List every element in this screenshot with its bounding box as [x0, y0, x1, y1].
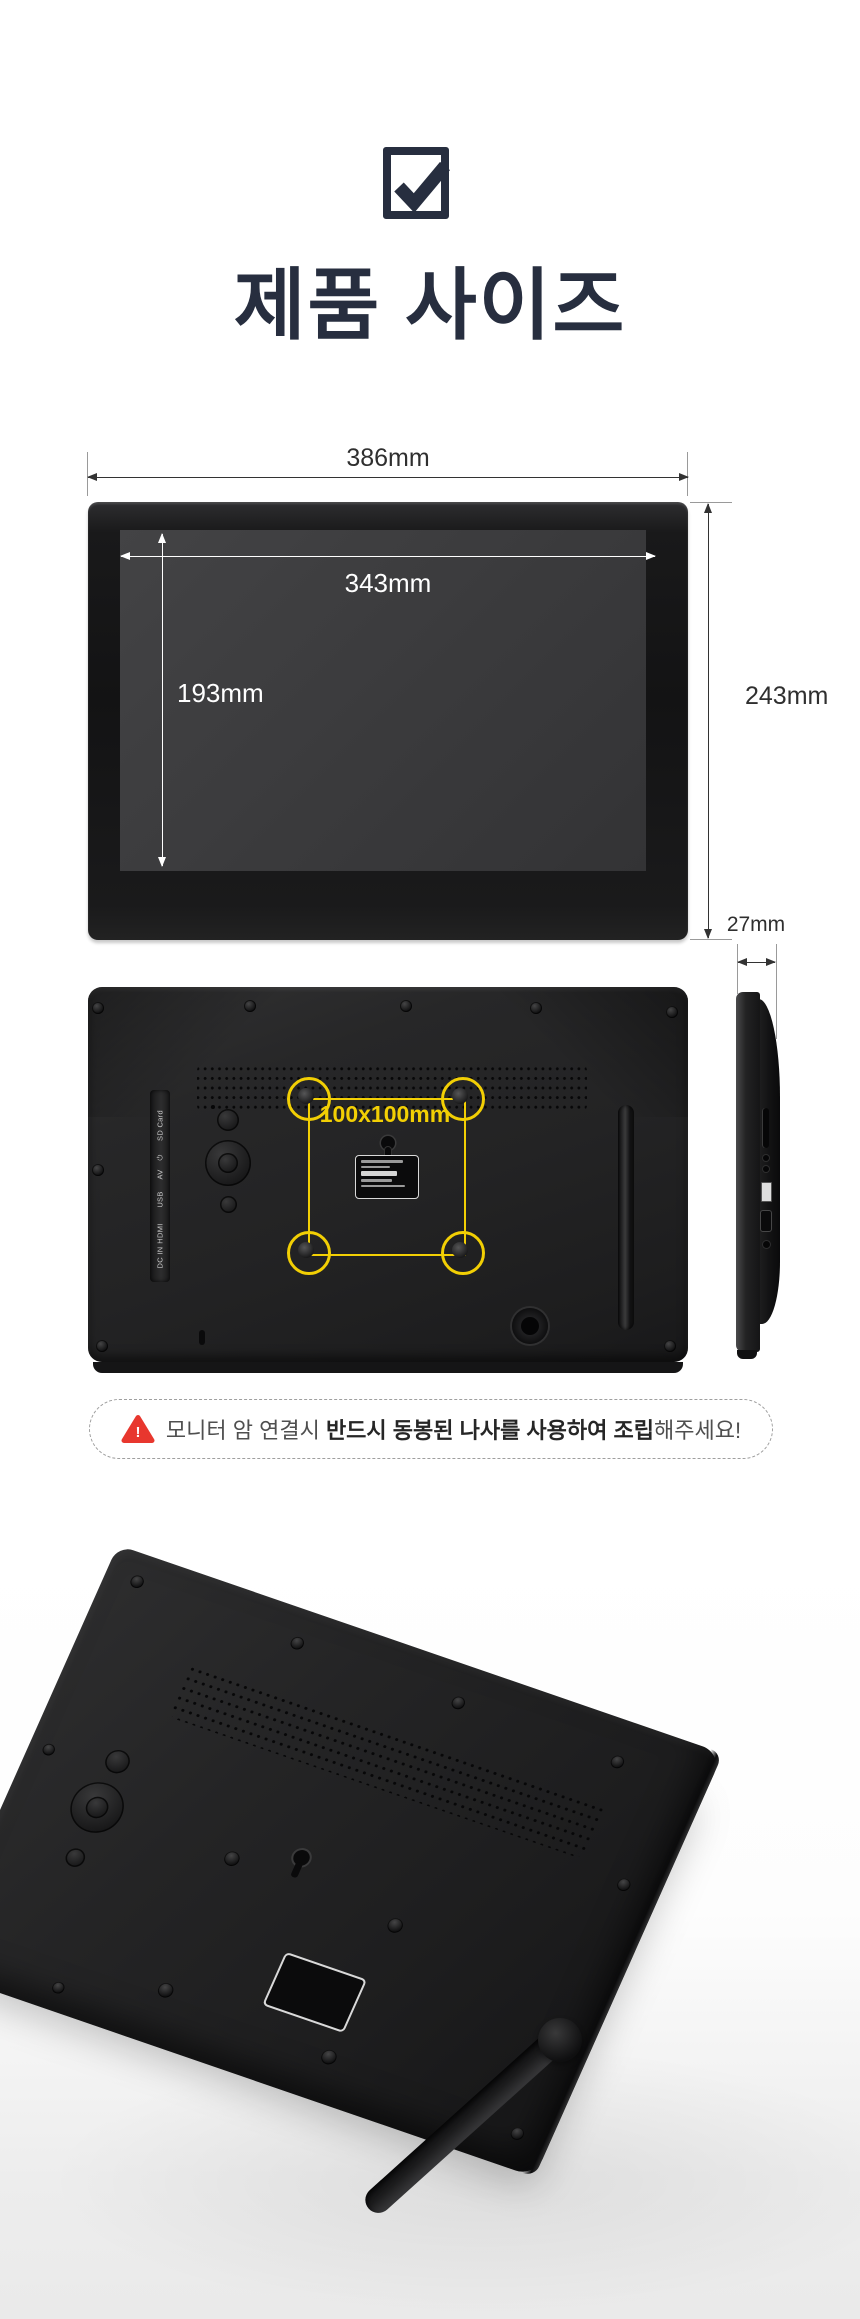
vesa-screw-icon — [221, 1849, 243, 1868]
port-label-dc-in: DC IN — [155, 1246, 165, 1269]
warning-text-bold: 반드시 동봉된 나사를 사용하여 조립 — [325, 1418, 654, 1443]
screw-icon — [298, 1088, 314, 1104]
warning-text-prefix: 모니터 암 연결시 — [165, 1418, 326, 1443]
vesa-size-label: 100x100mm — [319, 1101, 451, 1127]
screw-icon — [614, 1876, 633, 1893]
overall-height-label: 243mm — [745, 682, 829, 710]
reset-pinhole — [211, 1105, 215, 1109]
stand-mount-hole-inner — [521, 1317, 539, 1335]
vesa-screw-icon — [318, 2047, 340, 2067]
dimension-tick — [776, 944, 777, 1039]
kickstand-hinge — [538, 2018, 582, 2062]
product-photo — [0, 1537, 860, 2319]
vesa-hole-highlight — [441, 1231, 485, 1275]
screw-icon — [452, 1242, 468, 1258]
screw-icon — [92, 1002, 104, 1014]
vesa-screw-icon — [155, 1980, 176, 2000]
side-view-foot — [737, 1350, 757, 1359]
depth-dimension-arrow — [737, 958, 776, 966]
vesa-hole-highlight — [287, 1077, 331, 1121]
menu-button[interactable] — [217, 1109, 239, 1131]
back-button[interactable] — [220, 1196, 237, 1213]
height-dimension-arrow — [703, 503, 712, 939]
photo-back-button — [62, 1845, 89, 1870]
side-av-jack — [763, 1155, 769, 1161]
back-handle-groove — [618, 1105, 634, 1330]
speaker-grille — [197, 1063, 587, 1113]
vesa-hole-highlight — [287, 1231, 331, 1275]
product-label-sticker — [355, 1155, 419, 1199]
back-bottom-edge — [93, 1362, 683, 1373]
side-sd-slot — [762, 1108, 769, 1148]
photo-keyhole-slot — [290, 1861, 304, 1879]
photo-menu-button — [101, 1746, 134, 1777]
dimension-tick — [690, 939, 732, 940]
overall-width-label: 386mm — [346, 444, 430, 472]
screw-icon — [298, 1242, 314, 1258]
screw-icon — [530, 1002, 542, 1014]
monitor-screen — [120, 530, 646, 871]
dimension-tick — [737, 944, 738, 994]
screw-icon — [608, 1753, 627, 1770]
dpad-center-button[interactable] — [218, 1153, 238, 1173]
screw-icon — [40, 1742, 57, 1758]
screw-icon — [128, 1573, 146, 1590]
side-dc-jack — [763, 1241, 770, 1248]
screen-width-arrow — [120, 552, 656, 560]
screw-icon — [452, 1088, 468, 1104]
photo-speaker-grille — [167, 1663, 607, 1860]
side-usb-port — [761, 1182, 772, 1202]
depth-label: 27mm — [726, 913, 786, 936]
vesa-hole-highlight — [441, 1077, 485, 1121]
screw-icon — [50, 1980, 67, 1996]
screw-icon — [400, 1000, 412, 1012]
width-dimension-arrow — [87, 473, 689, 481]
screw-icon — [288, 1635, 307, 1652]
side-hdmi-port — [760, 1210, 772, 1232]
monitor-side-view — [736, 992, 760, 1352]
warning-exclamation-mark: ! — [135, 1424, 140, 1441]
screen-width-label: 343mm — [344, 568, 432, 598]
vesa-screw-icon — [385, 1916, 406, 1935]
wall-mount-keyhole-icon — [381, 1136, 395, 1150]
screen-height-label: 193mm — [177, 678, 264, 708]
warning-banner: ! 모니터 암 연결시 반드시 동봉된 나사를 사용하여 조립해주세요! — [89, 1399, 773, 1459]
screw-icon — [666, 1006, 678, 1018]
photo-product-sticker — [262, 1951, 368, 2033]
checkmark-icon — [394, 161, 450, 211]
port-label-panel — [150, 1090, 170, 1282]
screw-icon — [92, 1164, 104, 1176]
screw-icon — [96, 1340, 108, 1352]
vesa-mount-outline — [308, 1098, 466, 1256]
screw-icon — [449, 1694, 468, 1711]
screw-icon — [664, 1340, 676, 1352]
monitor-front-view: 343mm 193mm — [88, 502, 688, 940]
warning-triangle-icon: ! — [121, 1415, 155, 1443]
screw-icon — [244, 1000, 256, 1012]
warning-text-suffix: 해주세요! — [654, 1418, 742, 1443]
screen-height-arrow — [157, 533, 166, 867]
wall-mount-keyhole-slot — [385, 1147, 391, 1161]
bottom-vent-slot — [199, 1330, 205, 1345]
side-audio-jack — [763, 1166, 769, 1172]
page-title: 제품 사이즈 — [233, 261, 627, 349]
screw-icon — [508, 2125, 527, 2142]
dimension-tick — [690, 502, 732, 503]
checked-checkbox-icon — [383, 147, 450, 219]
warning-text: 모니터 암 연결시 반드시 동봉된 나사를 사용하여 조립해주세요! — [166, 1413, 741, 1445]
